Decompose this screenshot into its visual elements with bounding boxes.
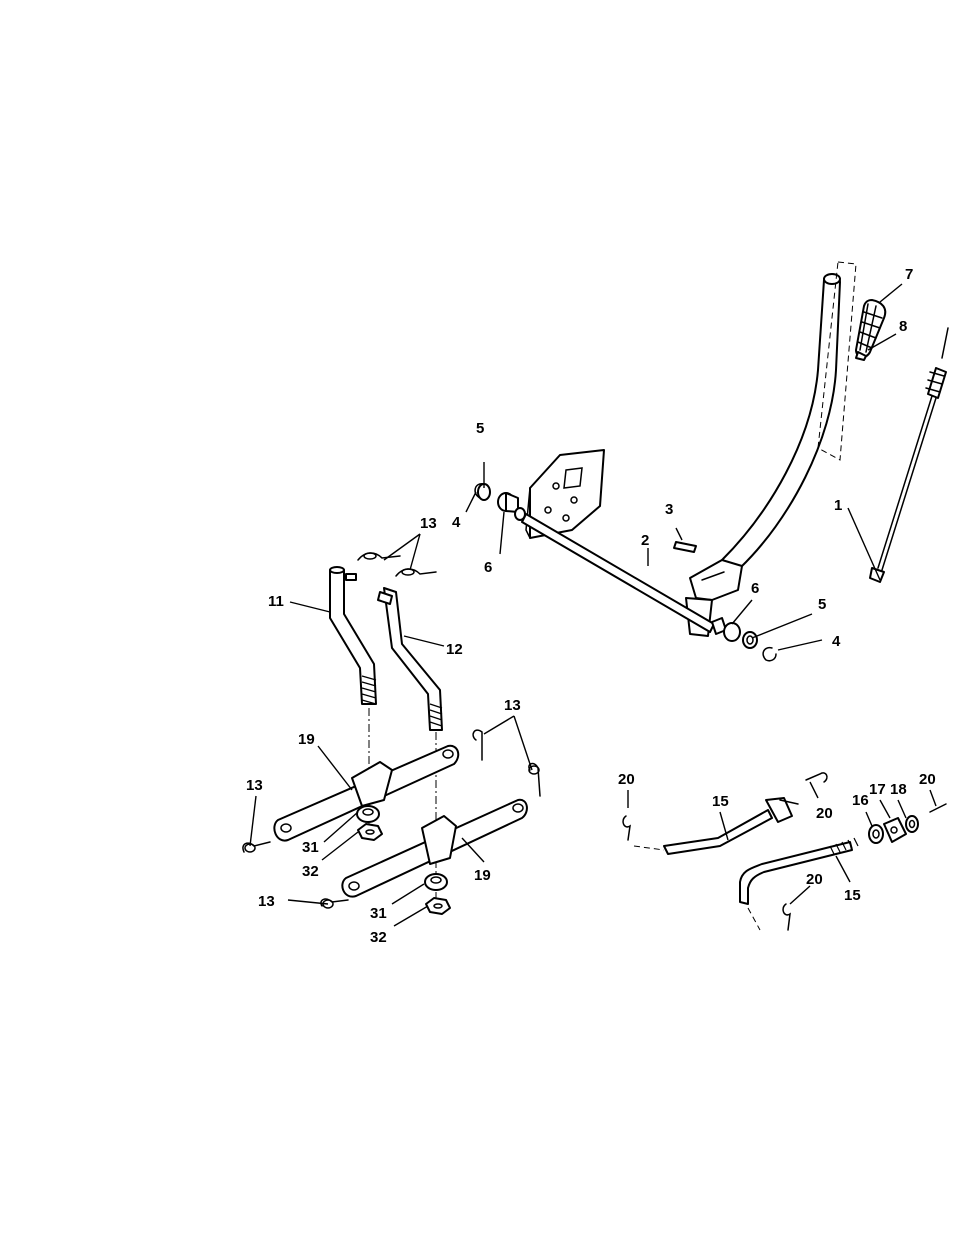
label-part-4b: 4 bbox=[832, 633, 841, 650]
label-part-13a: 13 bbox=[420, 515, 437, 532]
nut-32-lower bbox=[426, 898, 450, 914]
shaft-pin bbox=[674, 542, 696, 552]
label-part-6b: 6 bbox=[751, 580, 759, 597]
left-clip bbox=[475, 484, 490, 500]
label-part-5b: 5 bbox=[818, 596, 826, 613]
label-part-20a: 20 bbox=[618, 771, 635, 788]
label-part-15a: 15 bbox=[712, 793, 729, 810]
nut-18 bbox=[906, 816, 918, 832]
label-part-3: 3 bbox=[665, 501, 673, 518]
upper-hairpins bbox=[358, 553, 436, 576]
label-part-32b: 32 bbox=[370, 929, 387, 946]
cotter-pin-lower bbox=[783, 904, 790, 930]
lift-link-11 bbox=[330, 567, 376, 704]
label-part-5a: 5 bbox=[476, 420, 484, 437]
washer-16 bbox=[869, 825, 883, 843]
adjust-rod-lower bbox=[740, 838, 858, 904]
label-part-2: 2 bbox=[641, 532, 649, 549]
label-part-12: 12 bbox=[446, 641, 463, 658]
rod-dash-lower bbox=[748, 908, 760, 930]
label-part-20d: 20 bbox=[806, 871, 823, 888]
label-part-4a: 4 bbox=[452, 514, 461, 531]
cotter-pin-upper bbox=[806, 773, 827, 782]
label-part-13b: 13 bbox=[504, 697, 521, 714]
bushing-31-lower bbox=[425, 874, 447, 890]
label-part-20c: 20 bbox=[919, 771, 936, 788]
adjust-rod-upper bbox=[664, 798, 798, 854]
label-part-16: 16 bbox=[852, 792, 869, 809]
cotter-pin-right bbox=[930, 804, 946, 812]
label-part-19a: 19 bbox=[298, 731, 315, 748]
right-clip bbox=[763, 648, 776, 661]
label-part-19b: 19 bbox=[474, 867, 491, 884]
lift-link-12 bbox=[378, 588, 442, 730]
label-part-31a: 31 bbox=[302, 839, 319, 856]
label-part-1: 1 bbox=[834, 497, 842, 514]
nut-32-upper bbox=[358, 824, 382, 840]
ferrule-17 bbox=[884, 818, 906, 842]
label-part-15b: 15 bbox=[844, 887, 861, 904]
label-part-6a: 6 bbox=[484, 559, 492, 576]
rod-dash-upper bbox=[634, 846, 664, 850]
label-part-18: 18 bbox=[890, 781, 907, 798]
label-part-20b: 20 bbox=[816, 805, 833, 822]
label-part-8: 8 bbox=[899, 318, 907, 335]
main-shaft bbox=[522, 514, 714, 632]
bushing-31-upper bbox=[357, 806, 379, 822]
label-part-13d: 13 bbox=[258, 893, 275, 910]
cotter-pin-left bbox=[623, 816, 630, 840]
hairpin-left-upper bbox=[243, 842, 270, 852]
label-part-17: 17 bbox=[869, 781, 886, 798]
label-part-11: 11 bbox=[268, 593, 284, 610]
lift-handle bbox=[686, 274, 840, 636]
right-bushing bbox=[712, 618, 740, 641]
lift-cable bbox=[870, 328, 948, 582]
label-part-31b: 31 bbox=[370, 905, 387, 922]
label-part-7: 7 bbox=[905, 266, 913, 283]
left-bushing bbox=[498, 493, 525, 520]
right-washer bbox=[743, 632, 757, 648]
label-part-13c: 13 bbox=[246, 777, 263, 794]
label-part-32a: 32 bbox=[302, 863, 319, 880]
